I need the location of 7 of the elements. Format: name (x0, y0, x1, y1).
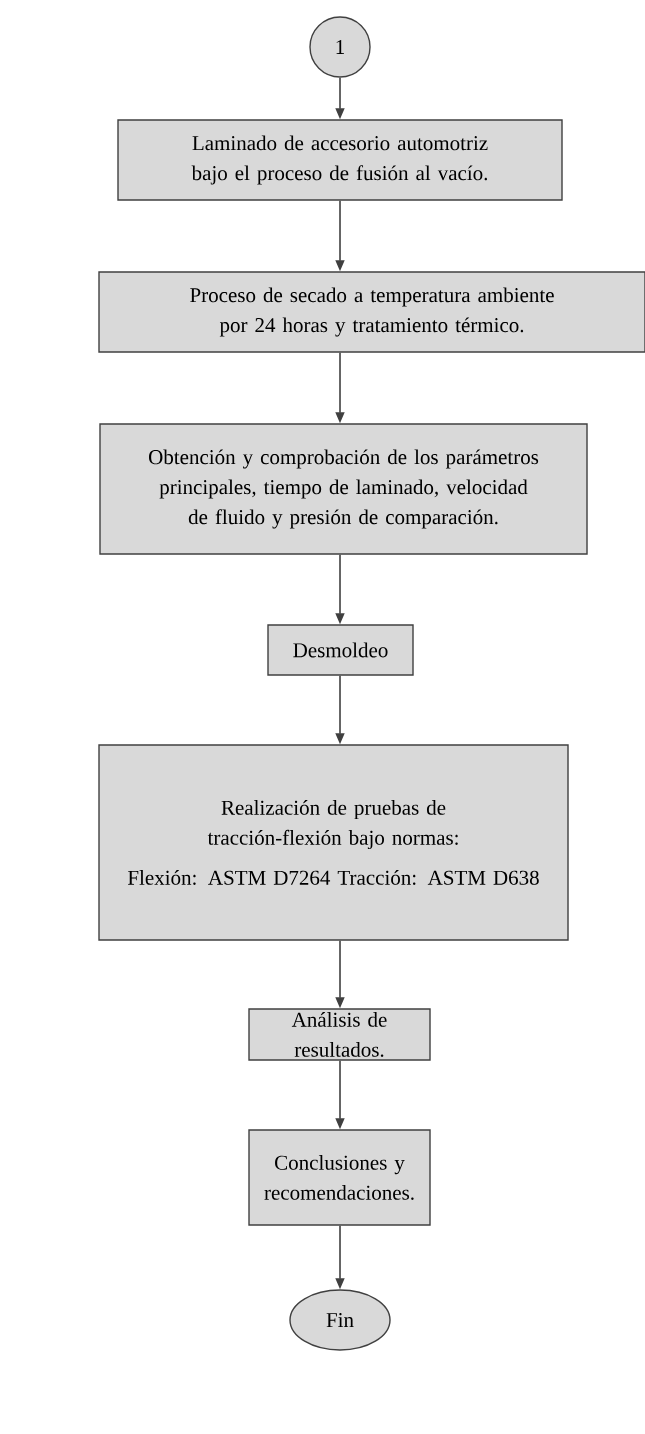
process-box: Conclusiones y recomendaciones. (248, 1129, 431, 1226)
process-box: Análisis de resultados. (248, 1008, 431, 1061)
process-box: Proceso de secado a temperatura ambiente por 24 horas y tratamiento térmico. (98, 271, 645, 353)
process-box: Laminado de accesorio automotriz bajo el proceso de fusión al vacío. (117, 119, 563, 201)
process-box: Obtención y comprobación de los parámetros principales, tiempo de laminado, velocidad de fluido y presión de comparación. (99, 423, 588, 555)
process-box: Realización de pruebas de tracción-flexión bajo normas: Flexión: ASTM D7264 Tracción: ASTM D638 (98, 744, 569, 941)
process-box: Desmoldeo (267, 624, 414, 676)
